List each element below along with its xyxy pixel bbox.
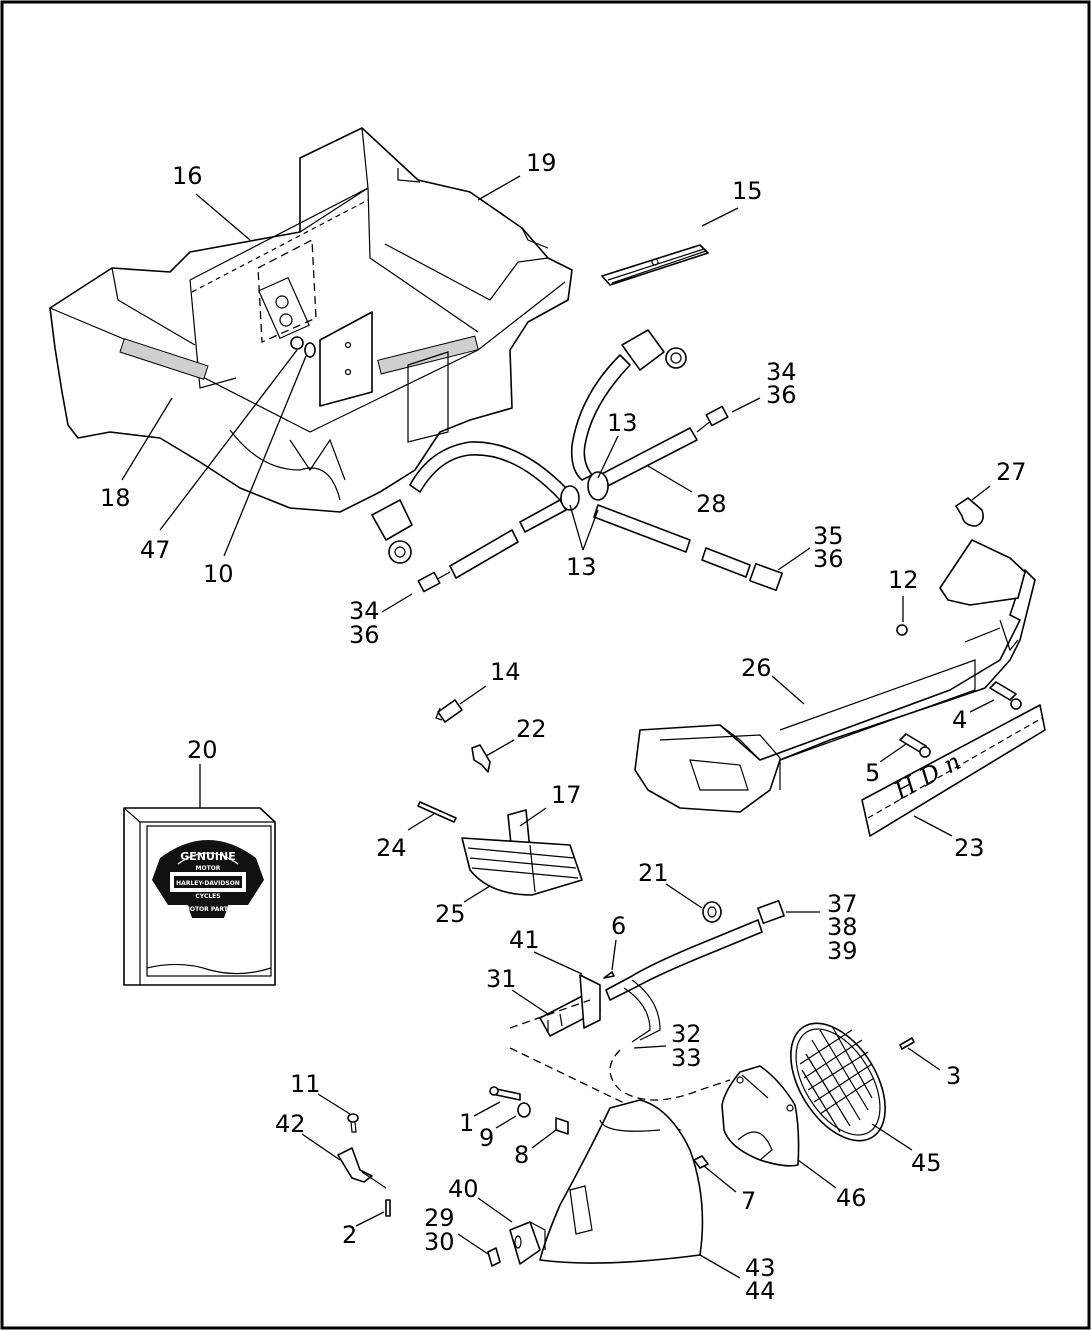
bracket-22 [471,744,491,773]
callout-37: 37 [827,890,858,918]
callout-14: 14 [490,658,521,686]
screw-7 [693,1155,709,1169]
callout-23: 23 [954,834,985,862]
screw-6 [603,971,615,979]
callout-17: 17 [551,781,582,809]
callout-36: 36 [766,381,797,409]
genuine-parts-box: GENUINE MOTOR HARLEY-DAVIDSON CYCLES MOT… [123,807,276,986]
callout-6: 6 [611,912,626,940]
screw-3 [899,1037,915,1050]
callout-9: 9 [479,1124,494,1152]
tour-pak-liner [49,127,573,513]
callout-30: 30 [424,1228,455,1256]
callout-32: 32 [671,1020,702,1048]
logo-motor: MOTOR [196,865,221,872]
callout-2: 2 [342,1221,357,1249]
callout-13-lower: 13 [566,553,597,581]
callout-39: 39 [827,937,858,965]
callout-4: 4 [952,706,967,734]
callout-22: 22 [516,715,547,743]
grommet-21 [702,901,722,923]
callout-45: 45 [911,1149,942,1177]
leader-lines [121,175,995,1279]
logo-motor-parts: MOTOR PARTS [184,906,232,913]
callout-33: 33 [671,1044,702,1072]
callout-31: 31 [486,965,517,993]
callout-41: 41 [509,926,540,954]
clip-29-30 [487,1247,501,1267]
callout-19: 19 [526,149,557,177]
callout-16: 16 [172,162,203,190]
callout-26: 26 [741,654,772,682]
callout-29: 29 [424,1204,455,1232]
fender-tip-43-44 [539,1099,704,1264]
strip-24 [417,801,457,823]
base-46 [721,1065,800,1167]
callout-43: 43 [745,1254,776,1282]
callout-36-lower: 36 [349,621,380,649]
bracket-42 [337,1147,387,1189]
callout-44: 44 [745,1277,776,1305]
wire-harness [371,329,784,593]
callout-21: 21 [638,859,669,887]
callout-3: 3 [946,1062,961,1090]
callout-47: 47 [140,536,171,564]
callout-27: 27 [996,458,1027,486]
callout-38: 38 [827,913,858,941]
reflector-strip [601,244,709,286]
screw-11 [347,1113,359,1133]
logo-cycles: CYCLES [195,893,220,900]
screws-4-5 [899,681,1022,758]
callout-25: 25 [435,900,466,928]
logo-brand: HARLEY-DAVIDSON [176,880,240,887]
callout-labels: 16 19 15 34 36 13 27 28 18 47 10 13 35 3… [100,149,1027,1305]
callout-35: 35 [813,522,844,550]
rear-light-bar [634,539,1036,813]
socket-40 [509,1221,546,1265]
callout-20: 20 [187,736,218,764]
callout-7: 7 [741,1187,756,1215]
callout-15: 15 [732,177,763,205]
nut-12 [896,624,908,636]
bulb [955,497,984,527]
callout-1: 1 [459,1109,474,1137]
callout-36-right: 36 [813,545,844,573]
callout-18: 18 [100,484,131,512]
lens-45 [790,1022,886,1142]
bolt-1-washer-9-nut-8 [489,1086,569,1135]
callout-28: 28 [696,490,727,518]
callout-40: 40 [448,1175,479,1203]
callout-42: 42 [275,1110,306,1138]
harley-logo: GENUINE MOTOR HARLEY-DAVIDSON CYCLES MOT… [152,840,264,918]
callout-34: 34 [766,358,797,386]
callout-13: 13 [607,409,638,437]
callout-24: 24 [376,834,407,862]
callout-10: 10 [203,560,234,588]
lower-harness [509,899,785,1161]
clip-14 [435,699,463,723]
callout-8: 8 [514,1141,529,1169]
reflector-25 [461,837,583,896]
callout-12: 12 [888,566,919,594]
callout-5: 5 [865,759,880,787]
callout-46: 46 [836,1184,867,1212]
screw-2 [385,1199,391,1217]
callout-11: 11 [290,1070,321,1098]
logo-genuine: GENUINE [180,850,236,863]
callout-34-lower: 34 [349,597,380,625]
